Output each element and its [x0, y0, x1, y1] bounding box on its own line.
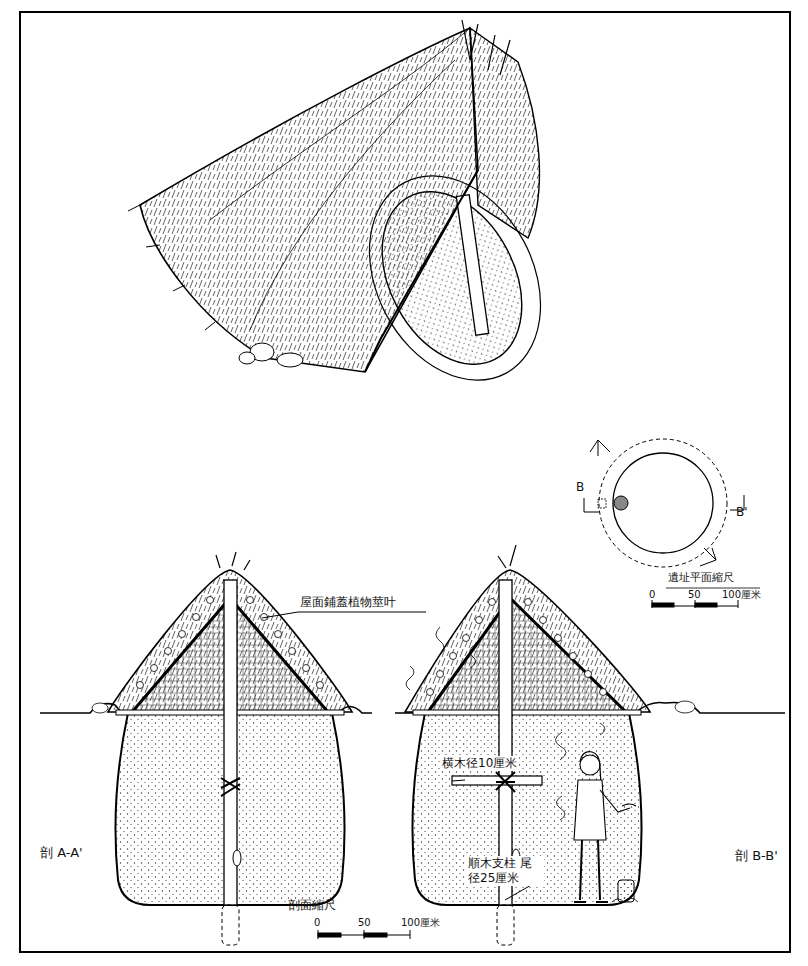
frame — [20, 12, 790, 952]
label: 100厘米 — [722, 589, 761, 602]
label: 順木支柱 尾径25厘米 — [466, 856, 544, 886]
label: B' — [736, 505, 748, 520]
label: 剖面縮尺 — [288, 898, 336, 913]
leaders — [262, 612, 540, 939]
site-plan — [584, 439, 760, 608]
label: 50 — [358, 917, 371, 930]
section-a — [40, 552, 372, 945]
label: 剖 B-B' — [735, 848, 778, 864]
hut-perspective — [128, 20, 575, 410]
label: 遺址平面縮尺 — [668, 571, 734, 585]
label: 剖 A-A' — [40, 845, 83, 861]
label: 100厘米 — [401, 917, 440, 930]
label: 0 — [649, 589, 655, 602]
person — [574, 752, 636, 902]
label: B — [576, 480, 584, 495]
section-b — [395, 545, 785, 945]
label: 50 — [688, 589, 701, 602]
label: 横木径10厘米 — [440, 756, 519, 771]
label: 屋面鋪蓋植物莖叶 — [300, 595, 396, 610]
label: 0 — [314, 917, 320, 930]
